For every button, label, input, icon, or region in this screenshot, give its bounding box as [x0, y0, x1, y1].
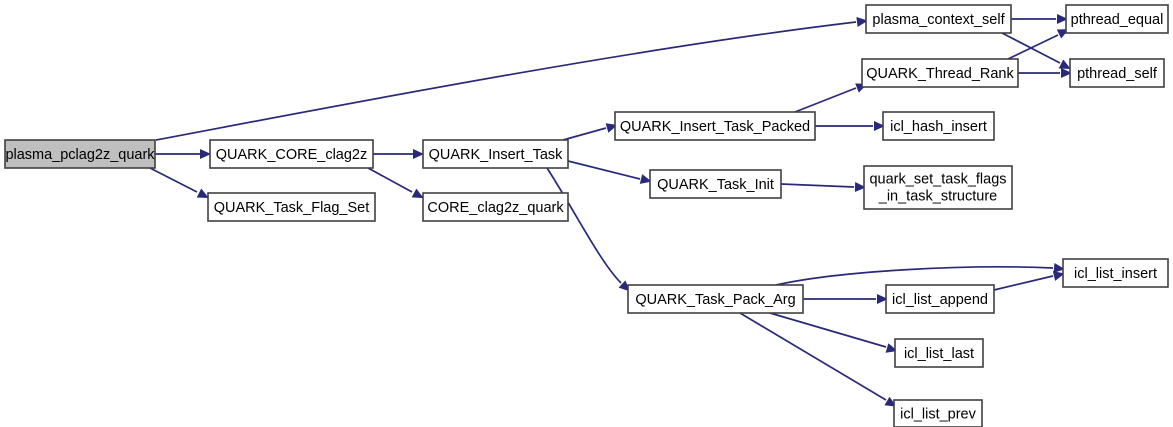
arrowhead-QUARK_CORE_clag2z->QUARK_Insert_Task: [413, 149, 424, 159]
node-box-icl_list_prev[interactable]: [893, 399, 983, 427]
node-box-icl_list_last[interactable]: [894, 338, 984, 368]
edge-plasma_pclag2z_quark-to-QUARK_Task_Flag_Set: [149, 167, 198, 193]
node-box-QUARK_Thread_Rank[interactable]: [861, 58, 1019, 88]
node-pthread_equal[interactable]: pthread_equal: [1065, 4, 1169, 34]
node-plasma_pclag2z_quark[interactable]: plasma_pclag2z_quark: [4, 139, 156, 169]
edge-QUARK_Task_Pack_Arg-to-icl_list_prev: [739, 312, 887, 401]
arrowhead-plasma_context_self->pthread_equal: [1057, 14, 1068, 24]
node-box-icl_list_insert[interactable]: [1062, 258, 1169, 288]
edge-QUARK_Insert_Task-to-QUARK_Insert_Task_Packed: [562, 127, 607, 141]
edge-QUARK_Thread_Rank-to-pthread_equal: [1007, 34, 1059, 60]
arrowhead-QUARK_Task_Pack_Arg->icl_list_insert: [1053, 263, 1065, 273]
node-CORE_clag2z_quark[interactable]: CORE_clag2z_quark: [422, 192, 569, 222]
arrowhead-plasma_pclag2z_quark->plasma_context_self: [856, 17, 868, 27]
node-box-CORE_clag2z_quark[interactable]: [422, 192, 569, 222]
node-QUARK_Task_Init[interactable]: QUARK_Task_Init: [649, 169, 782, 199]
node-box-pthread_equal[interactable]: [1065, 4, 1169, 34]
node-icl_list_append[interactable]: icl_list_append: [885, 284, 995, 314]
edge-QUARK_Task_Pack_Arg-to-icl_list_insert: [775, 266, 1054, 286]
edge-icl_list_append-to-icl_list_insert: [993, 275, 1054, 291]
node-icl_list_last[interactable]: icl_list_last: [894, 338, 984, 368]
edge-QUARK_Insert_Task_Packed-to-QUARK_Thread_Rank: [794, 87, 857, 113]
arrowhead-QUARK_Insert_Task->QUARK_Task_Pack_Arg: [618, 280, 631, 292]
arrowhead-QUARK_Insert_Task->QUARK_Task_Init: [639, 174, 652, 184]
node-QUARK_Insert_Task[interactable]: QUARK_Insert_Task: [422, 139, 569, 169]
arrowhead-QUARK_CORE_clag2z->CORE_clag2z_quark: [411, 188, 424, 199]
arrowhead-QUARK_Thread_Rank->pthread_self: [1061, 68, 1072, 78]
edge-QUARK_CORE_clag2z-to-CORE_clag2z_quark: [367, 167, 413, 193]
arrowhead-QUARK_Task_Pack_Arg->icl_list_append: [877, 294, 888, 304]
arrowhead-plasma_pclag2z_quark->QUARK_Task_Flag_Set: [196, 188, 209, 198]
node-QUARK_Insert_Task_Packed[interactable]: QUARK_Insert_Task_Packed: [614, 111, 816, 141]
arrowhead-QUARK_Insert_Task_Packed->icl_hash_insert: [874, 121, 885, 131]
node-box-QUARK_Insert_Task_Packed[interactable]: [614, 111, 816, 141]
node-box-QUARK_CORE_clag2z[interactable]: [209, 139, 374, 169]
edge-QUARK_Insert_Task-to-QUARK_Task_Init: [567, 160, 641, 180]
node-icl_list_prev[interactable]: icl_list_prev: [893, 399, 983, 427]
arrowhead-plasma_pclag2z_quark->QUARK_CORE_clag2z: [200, 149, 211, 159]
node-quark_set_task_flags_in_task_structure[interactable]: quark_set_task_flags_in_task_structure: [863, 165, 1013, 210]
arrowhead-plasma_context_self->pthread_self: [1058, 59, 1071, 69]
node-QUARK_Task_Flag_Set[interactable]: QUARK_Task_Flag_Set: [207, 192, 376, 222]
edge-QUARK_Task_Init-to-quark_set_task_flags_in_task_structure: [780, 183, 855, 188]
edge-QUARK_Insert_Task-to-QUARK_Task_Pack_Arg: [546, 167, 622, 284]
node-QUARK_Task_Pack_Arg[interactable]: QUARK_Task_Pack_Arg: [627, 284, 804, 314]
node-box-icl_hash_insert[interactable]: [882, 111, 995, 141]
node-box-icl_list_append[interactable]: [885, 284, 995, 314]
node-box-QUARK_Task_Pack_Arg[interactable]: [627, 284, 804, 314]
node-box-QUARK_Task_Init[interactable]: [649, 169, 782, 199]
arrowhead-QUARK_Task_Init->quark_set_task_flags_in_task_structure: [854, 182, 866, 192]
node-icl_hash_insert[interactable]: icl_hash_insert: [882, 111, 995, 141]
node-box-pthread_self[interactable]: [1069, 58, 1165, 88]
edge-plasma_pclag2z_quark-to-plasma_context_self: [155, 21, 857, 141]
node-box-quark_set_task_flags_in_task_structure[interactable]: [863, 165, 1013, 210]
node-QUARK_Thread_Rank[interactable]: QUARK_Thread_Rank: [861, 58, 1019, 88]
node-box-QUARK_Insert_Task[interactable]: [422, 139, 569, 169]
edge-QUARK_Task_Pack_Arg-to-icl_list_last: [769, 312, 887, 348]
node-box-plasma_context_self[interactable]: [865, 4, 1012, 34]
node-QUARK_CORE_clag2z[interactable]: QUARK_CORE_clag2z: [209, 139, 374, 169]
node-icl_list_insert[interactable]: icl_list_insert: [1062, 258, 1169, 288]
node-box-QUARK_Task_Flag_Set[interactable]: [207, 192, 376, 222]
node-pthread_self[interactable]: pthread_self: [1069, 58, 1165, 88]
node-box-plasma_pclag2z_quark[interactable]: [4, 139, 156, 169]
node-plasma_context_self[interactable]: plasma_context_self: [865, 4, 1012, 34]
arrowhead-icl_list_append->icl_list_insert: [1052, 271, 1065, 281]
edges-layer: [149, 18, 1061, 401]
